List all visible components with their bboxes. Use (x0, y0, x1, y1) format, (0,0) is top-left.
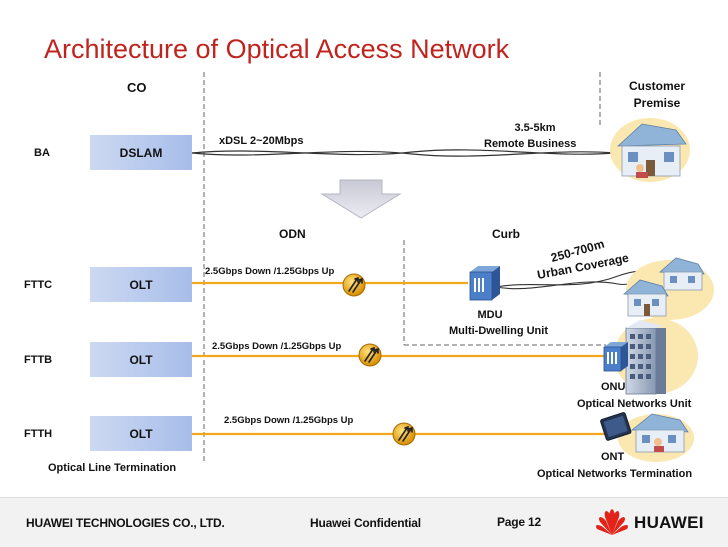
page-title: Architecture of Optical Access Network (44, 34, 510, 64)
mdu-full-label: Multi-Dwelling Unit (449, 325, 548, 337)
row-name-fttc: FTTC (24, 279, 53, 291)
huawei-brand-text: HUAWEI (634, 513, 704, 532)
row-name-ftth: FTTH (24, 428, 53, 440)
odn-label: ODN (279, 227, 306, 241)
distance-remote-label: 3.5-5km (514, 122, 556, 134)
ont-full-label: Optical Networks Termination (537, 468, 693, 480)
ftth-house-icon (618, 413, 694, 462)
onu-label: ONU (601, 381, 626, 393)
olt-box-fttb: OLT (90, 342, 192, 377)
onu-device-icon (603, 342, 628, 372)
ftth-speed-label: 2.5Gbps Down /1.25Gbps Up (224, 415, 354, 426)
xdsl-copper-line (191, 149, 615, 157)
huawei-logo-icon (596, 509, 628, 535)
curb-label: Curb (492, 227, 520, 241)
footer-bar (0, 497, 728, 547)
xdsl-speed-label: xDSL 2~20Mbps (219, 135, 304, 147)
footer-company: HUAWEI TECHNOLOGIES CO., LTD. (26, 516, 225, 530)
footer-page: Page 12 (497, 515, 541, 529)
building-icon (614, 318, 698, 395)
fttc-speed-label: 2.5Gbps Down /1.25Gbps Up (205, 266, 335, 277)
row-name-fttb: FTTB (24, 354, 53, 366)
splitter-icon (392, 422, 416, 446)
fttb-speed-label: 2.5Gbps Down /1.25Gbps Up (212, 341, 342, 352)
dslam-box: DSLAM (90, 135, 192, 170)
olt-box-ftth: OLT (90, 416, 192, 451)
row-name-ba: BA (34, 147, 50, 159)
customer-premise-label: Customer Premise (628, 79, 685, 110)
olt-full-label: Optical Line Termination (48, 462, 177, 474)
mdu-device-icon (469, 266, 500, 301)
co-label: CO (127, 80, 147, 95)
remote-business-label: Remote Business (484, 138, 577, 150)
splitter-icon (342, 273, 366, 297)
mdu-label: MDU (477, 309, 503, 321)
down-arrow-icon (320, 179, 402, 219)
olt-box-fttc: OLT (90, 267, 192, 302)
urban-houses-icon (622, 257, 714, 320)
customer-house-icon (610, 118, 690, 182)
ont-label: ONT (601, 451, 625, 463)
onu-full-label: Optical Networks Unit (577, 398, 692, 410)
footer-confidential: Huawei Confidential (310, 516, 421, 530)
ont-device-icon (600, 412, 632, 441)
splitter-icon (358, 343, 382, 367)
